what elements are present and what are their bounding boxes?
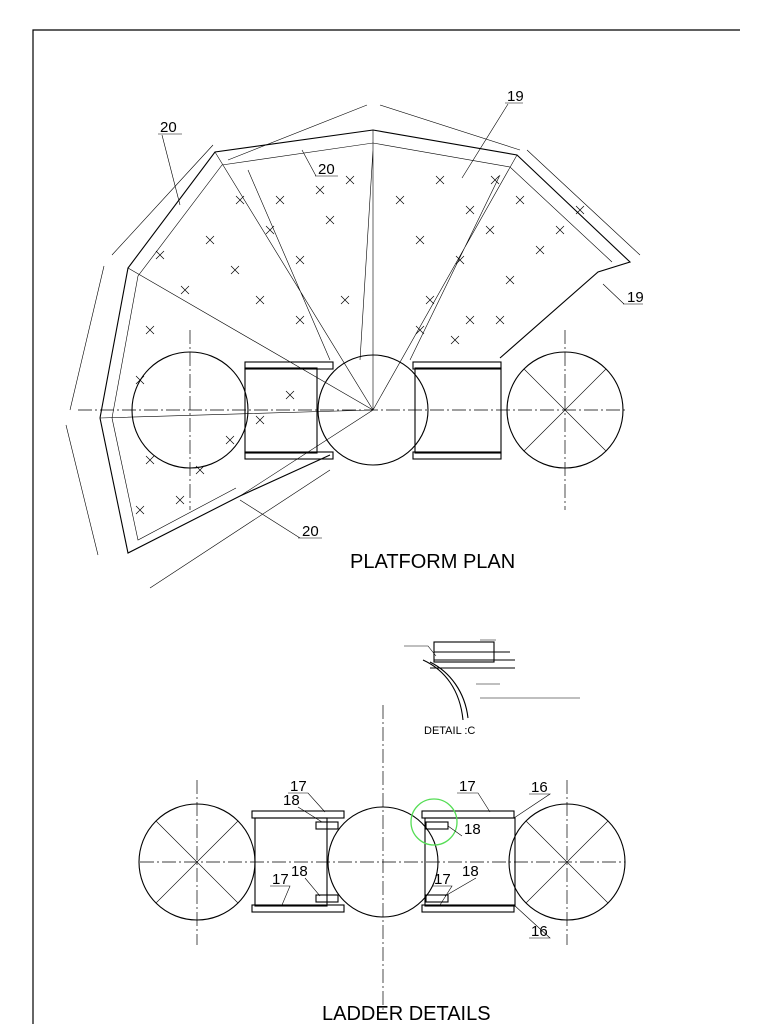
highlight-ring	[410, 798, 458, 846]
hatch-mark	[155, 250, 165, 260]
detail-c: DETAIL :C	[404, 639, 580, 737]
platform-outline-lower	[99, 417, 331, 554]
hatch-mark	[465, 315, 475, 325]
ladder-right-bottom-rail	[421, 904, 515, 913]
hatch-mark	[205, 235, 215, 245]
right-ladder-bottom-bar	[412, 451, 502, 460]
ladder-left-top-rail	[251, 810, 345, 819]
callout-20-top: 20	[318, 161, 335, 178]
callout-18-bottom-right: 18	[462, 863, 479, 880]
hatch-mark	[275, 195, 285, 205]
right-ladder-top-bar	[412, 361, 502, 370]
callout-16-top: 16	[531, 779, 548, 796]
grating-hatch	[135, 175, 585, 515]
hatch-mark	[435, 175, 445, 185]
callout-19-right: 19	[627, 289, 644, 306]
left-ladder-bottom-bar	[244, 451, 334, 460]
platform-inner	[111, 142, 613, 419]
hatch-mark	[495, 315, 505, 325]
hatch-mark	[235, 195, 245, 205]
callout-16-bottom: 16	[531, 923, 548, 940]
center-drum	[317, 354, 429, 466]
leader-19-right	[602, 283, 643, 305]
ladder-callout-leaders	[270, 792, 551, 939]
hatch-mark	[515, 195, 525, 205]
hatch-mark	[535, 245, 545, 255]
hatch-mark	[575, 205, 585, 215]
platform-inner-lower	[111, 417, 237, 541]
callout-18-bottom-left: 18	[291, 863, 308, 880]
hatch-mark	[295, 255, 305, 265]
hatch-mark	[505, 275, 515, 285]
hatch-mark	[295, 315, 305, 325]
platform-outline	[99, 129, 632, 419]
ladder-right-top-rail	[421, 810, 515, 819]
hatch-mark	[345, 175, 355, 185]
hatch-mark	[465, 205, 475, 215]
dimension-lines	[65, 104, 641, 589]
left-ladder-frame	[244, 367, 318, 454]
hatch-mark	[255, 415, 265, 425]
hatch-mark	[175, 495, 185, 505]
ladder-details: 17 17 17 17 16 16 18 18 18 18 LADDER DET…	[138, 705, 626, 1024]
hatch-mark	[455, 255, 465, 265]
hatch-mark	[450, 335, 460, 345]
callout-18-top-left: 18	[283, 792, 300, 809]
ladder-clip-2	[315, 894, 339, 903]
hatch-mark	[315, 185, 325, 195]
callout-20-bottom: 20	[302, 523, 319, 540]
ladder-clip-1	[315, 821, 339, 830]
hatch-mark	[555, 225, 565, 235]
hatch-mark	[230, 265, 240, 275]
callout-17-bottom-right: 17	[434, 871, 451, 888]
hatch-mark	[415, 235, 425, 245]
hatch-mark	[145, 455, 155, 465]
ladder-left-bottom-rail	[251, 904, 345, 913]
leader-20-bottom	[239, 499, 322, 539]
hatch-mark	[265, 225, 275, 235]
platform-plan-title: PLATFORM PLAN	[350, 551, 515, 573]
hatch-mark	[415, 325, 425, 335]
platform-plan: 19 19 20 20 20 PLATFORM PLAN	[65, 88, 644, 589]
hatch-mark	[145, 325, 155, 335]
ladder-clip-3	[425, 821, 449, 830]
detail-c-leaders	[404, 639, 580, 699]
hatch-mark	[490, 175, 500, 185]
radial-ribs	[99, 130, 518, 497]
right-ladder-frame	[414, 367, 502, 454]
ladder-drum-centerlines	[196, 780, 568, 945]
hatch-mark	[180, 285, 190, 295]
hatch-mark	[395, 195, 405, 205]
callout-18-top-right: 18	[464, 821, 481, 838]
hatch-mark	[255, 295, 265, 305]
detail-c-ring-curve	[422, 659, 469, 721]
hatch-mark	[135, 505, 145, 515]
hatch-mark	[325, 215, 335, 225]
hatch-mark	[225, 435, 235, 445]
left-ladder-top-bar	[244, 361, 334, 370]
detail-c-title: DETAIL :C	[424, 725, 475, 737]
ladder-details-title: LADDER DETAILS	[322, 1003, 491, 1024]
ladder-clip-4	[425, 894, 449, 903]
leader-20-top	[301, 149, 338, 177]
hatch-mark	[425, 295, 435, 305]
sheet-border	[32, 29, 740, 1024]
callout-20-top-left: 20	[160, 119, 177, 136]
callout-19-top: 19	[507, 88, 524, 105]
detail-c-members	[430, 651, 515, 669]
hatch-mark	[285, 390, 295, 400]
callout-17-bottom-left: 17	[272, 871, 289, 888]
callout-17-top-left: 17	[290, 778, 307, 795]
leader-20-top-left	[158, 133, 182, 206]
hatch-mark	[485, 225, 495, 235]
hatch-mark	[340, 295, 350, 305]
callout-17-top-right: 17	[459, 778, 476, 795]
leader-19-top	[461, 102, 523, 179]
